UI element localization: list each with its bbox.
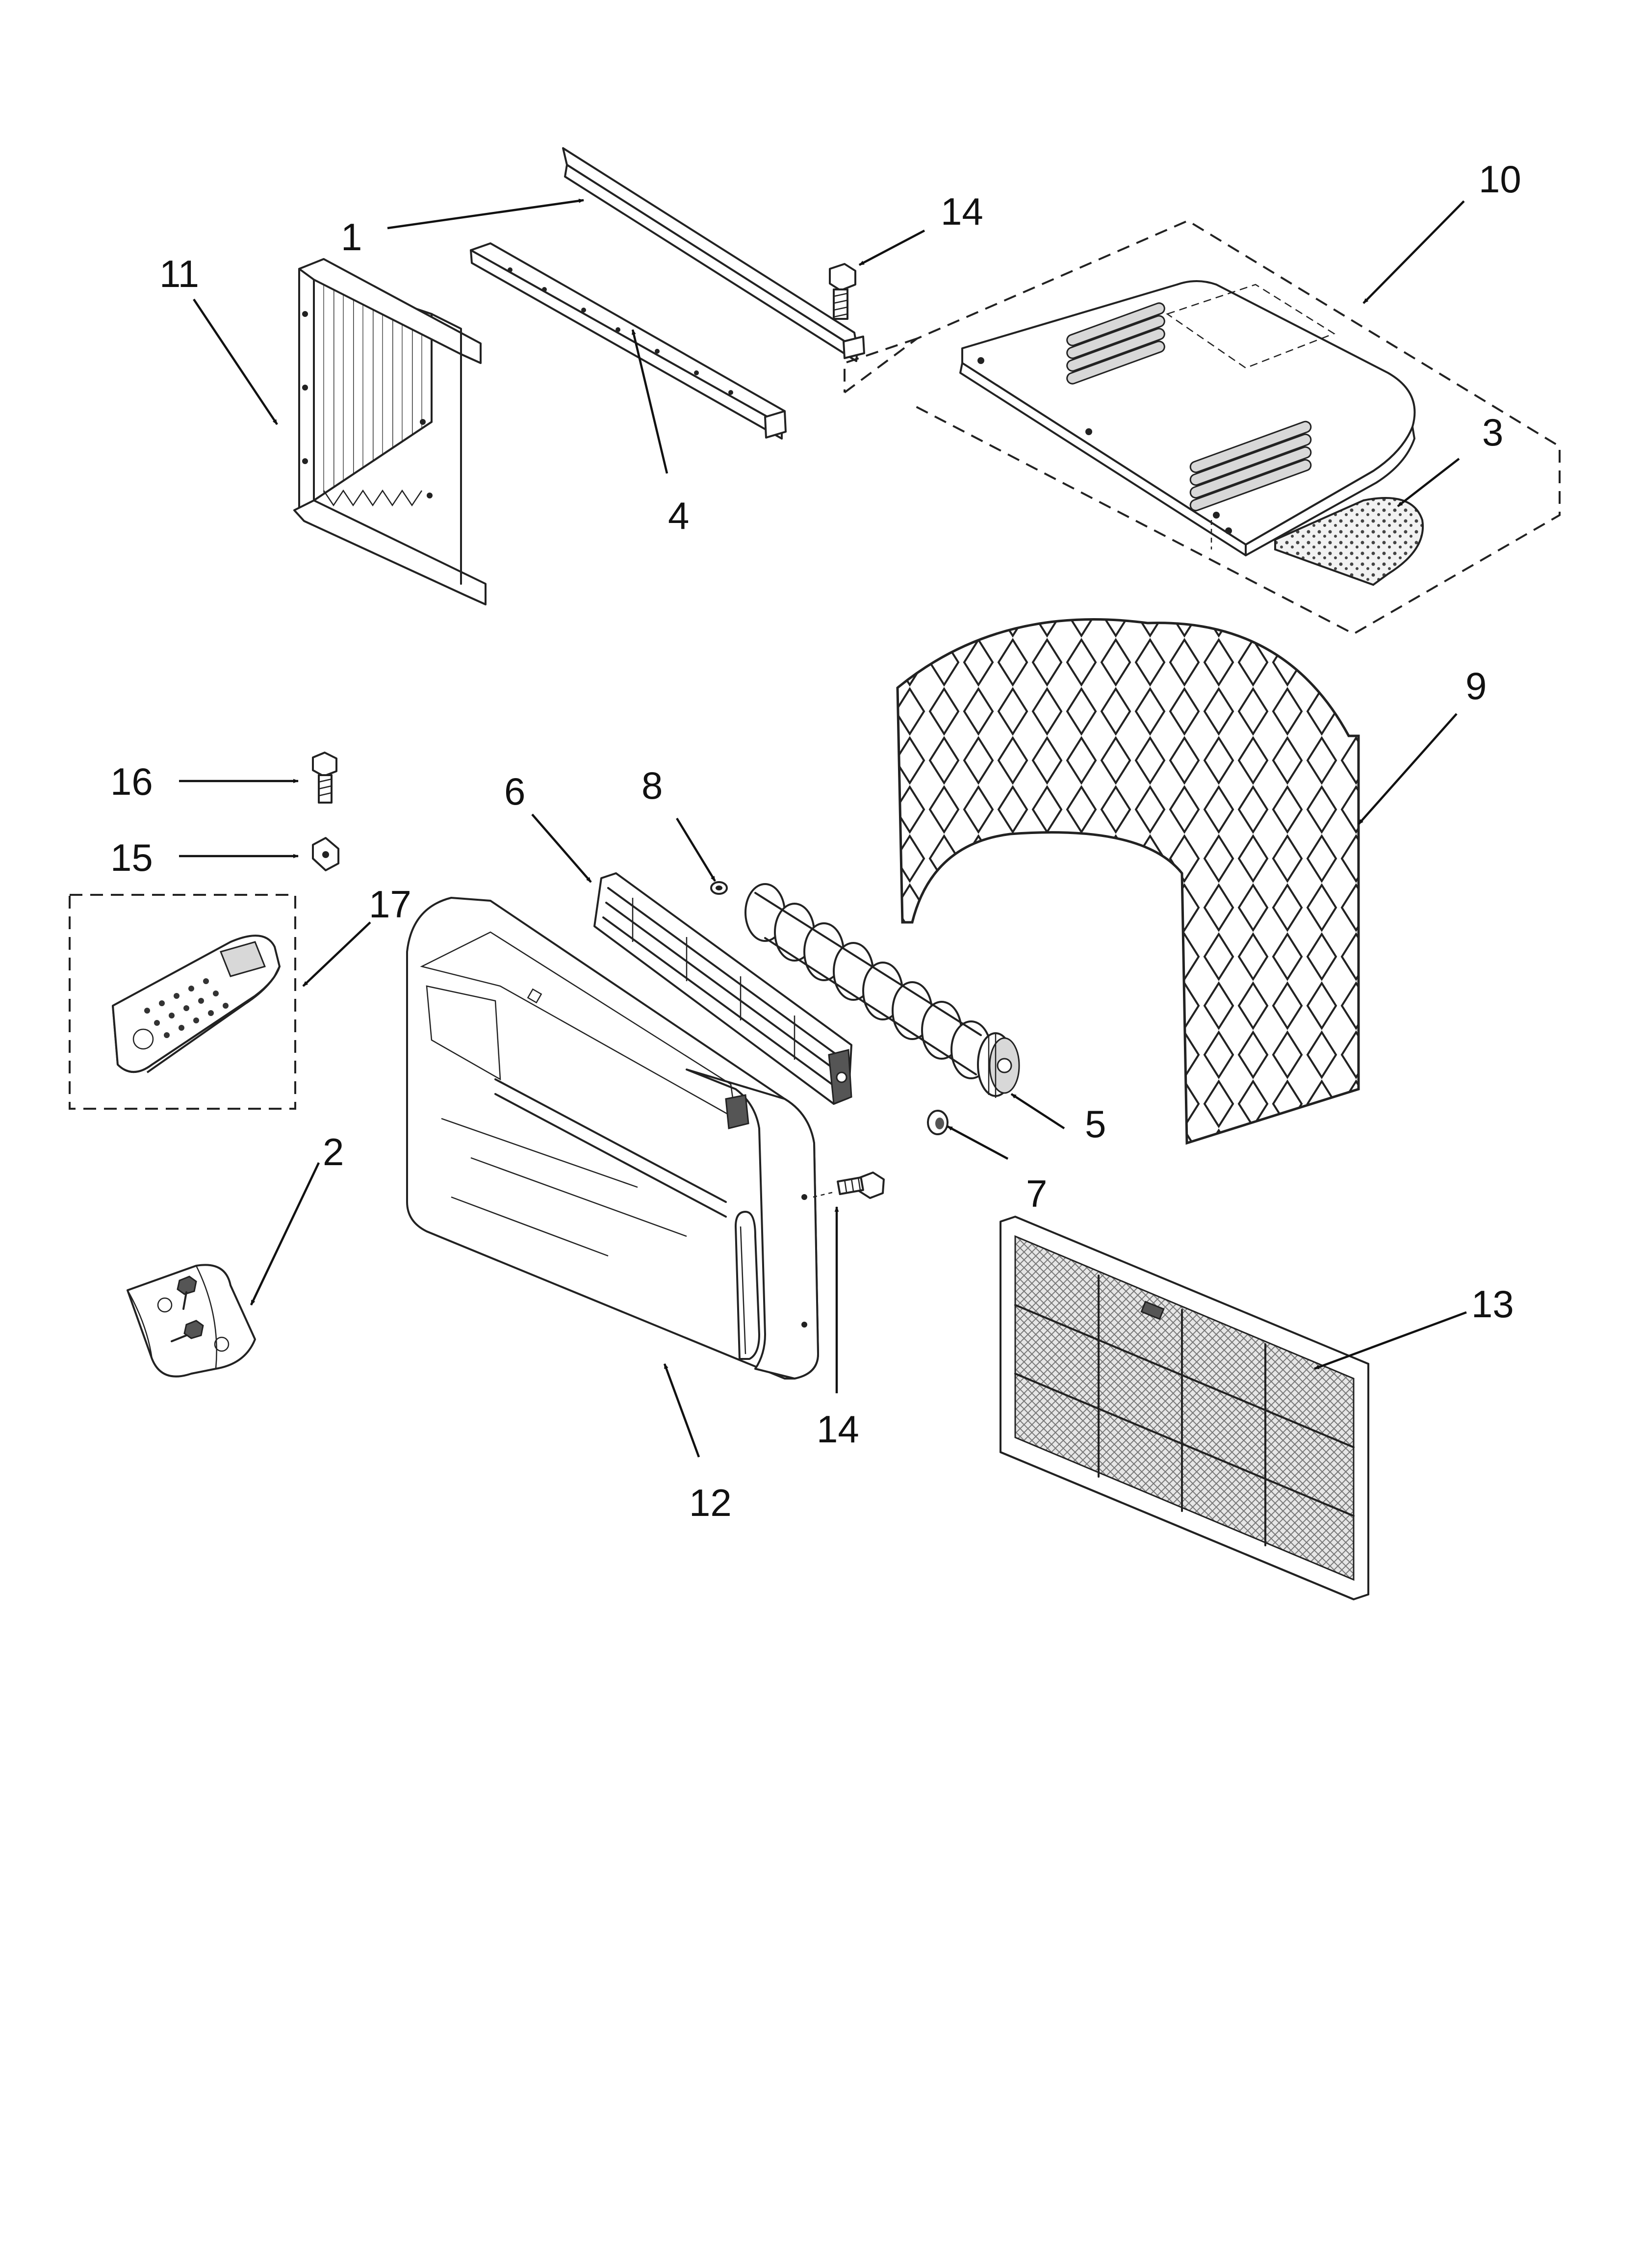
screw-top-part (829, 263, 856, 320)
callout-1: 1 (341, 215, 362, 259)
callout-3: 3 (1482, 411, 1503, 454)
callout-8: 8 (641, 764, 663, 807)
remote-control-assembly (69, 894, 296, 1110)
callout-15: 15 (110, 836, 153, 879)
slotted-rail-part (470, 242, 787, 440)
screw-lower-part (813, 1172, 885, 1199)
bearing-7-part (927, 1110, 949, 1135)
callout-14-top: 14 (941, 190, 983, 233)
callout-10: 10 (1479, 157, 1521, 201)
callout-17: 17 (369, 883, 411, 926)
top-rail-part (562, 147, 865, 362)
air-filter-part (1000, 1216, 1369, 1600)
callout-labels: 1 11 14 10 3 4 9 16 15 6 8 17 5 7 2 13 1… (110, 157, 1521, 1524)
callout-6: 6 (504, 770, 525, 813)
callout-12: 12 (689, 1481, 732, 1524)
screw-16-part (312, 752, 337, 804)
callout-13: 13 (1471, 1282, 1514, 1326)
mesh-guard-part (896, 618, 1360, 1145)
callout-7: 7 (1026, 1172, 1047, 1215)
front-panel-part (406, 897, 819, 1380)
callout-arrows (179, 199, 1467, 1458)
callout-4: 4 (668, 494, 689, 537)
callout-9: 9 (1465, 664, 1487, 707)
insulation-pad-part (1274, 497, 1424, 586)
mounting-bracket-part (127, 1264, 256, 1378)
callout-5: 5 (1085, 1102, 1106, 1146)
clip-15-part (312, 837, 339, 871)
callout-14-lower: 14 (817, 1408, 859, 1451)
callout-11: 11 (159, 252, 199, 295)
vent-slots-front (1189, 420, 1312, 512)
louver-part (593, 872, 852, 1105)
callout-16: 16 (110, 760, 153, 803)
blower-wheel-part (744, 883, 1020, 1098)
callout-2: 2 (323, 1130, 344, 1173)
bushing-8-part (710, 881, 728, 895)
remote-control-part (112, 935, 281, 1073)
top-cover-assembly (844, 219, 1561, 635)
vent-slots-rear (1066, 302, 1165, 385)
side-curtain-part (293, 258, 487, 605)
